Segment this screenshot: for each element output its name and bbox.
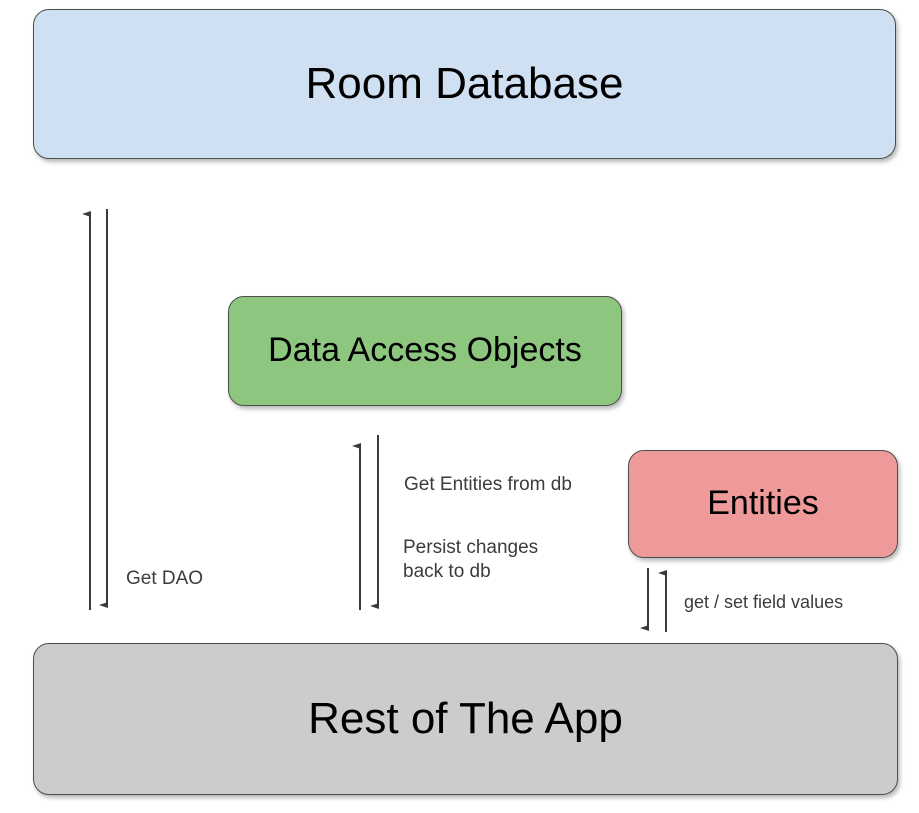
edge-label-persist-changes-back-to-db: Persist changes back to db xyxy=(403,537,539,583)
node-data-access-objects[interactable]: Data Access Objects xyxy=(228,296,622,406)
node-entities[interactable]: Entities xyxy=(628,450,898,558)
edge-get-dao xyxy=(82,209,108,610)
edge-get-set-field-values xyxy=(640,568,667,632)
edge-label-get-set-field-values: get / set field values xyxy=(684,592,844,612)
node-data-access-objects-label: Data Access Objects xyxy=(268,331,582,370)
node-rest-of-the-app-label: Rest of The App xyxy=(308,693,623,743)
node-rest-of-the-app[interactable]: Rest of The App xyxy=(33,643,898,795)
node-room-database-label: Room Database xyxy=(305,58,624,108)
node-room-database[interactable]: Room Database xyxy=(33,9,896,159)
edge-label-get-dao: Get DAO xyxy=(126,568,204,589)
node-entities-label: Entities xyxy=(707,484,819,523)
edge-label-get-entities-from-db: Get Entities from db xyxy=(404,474,572,495)
